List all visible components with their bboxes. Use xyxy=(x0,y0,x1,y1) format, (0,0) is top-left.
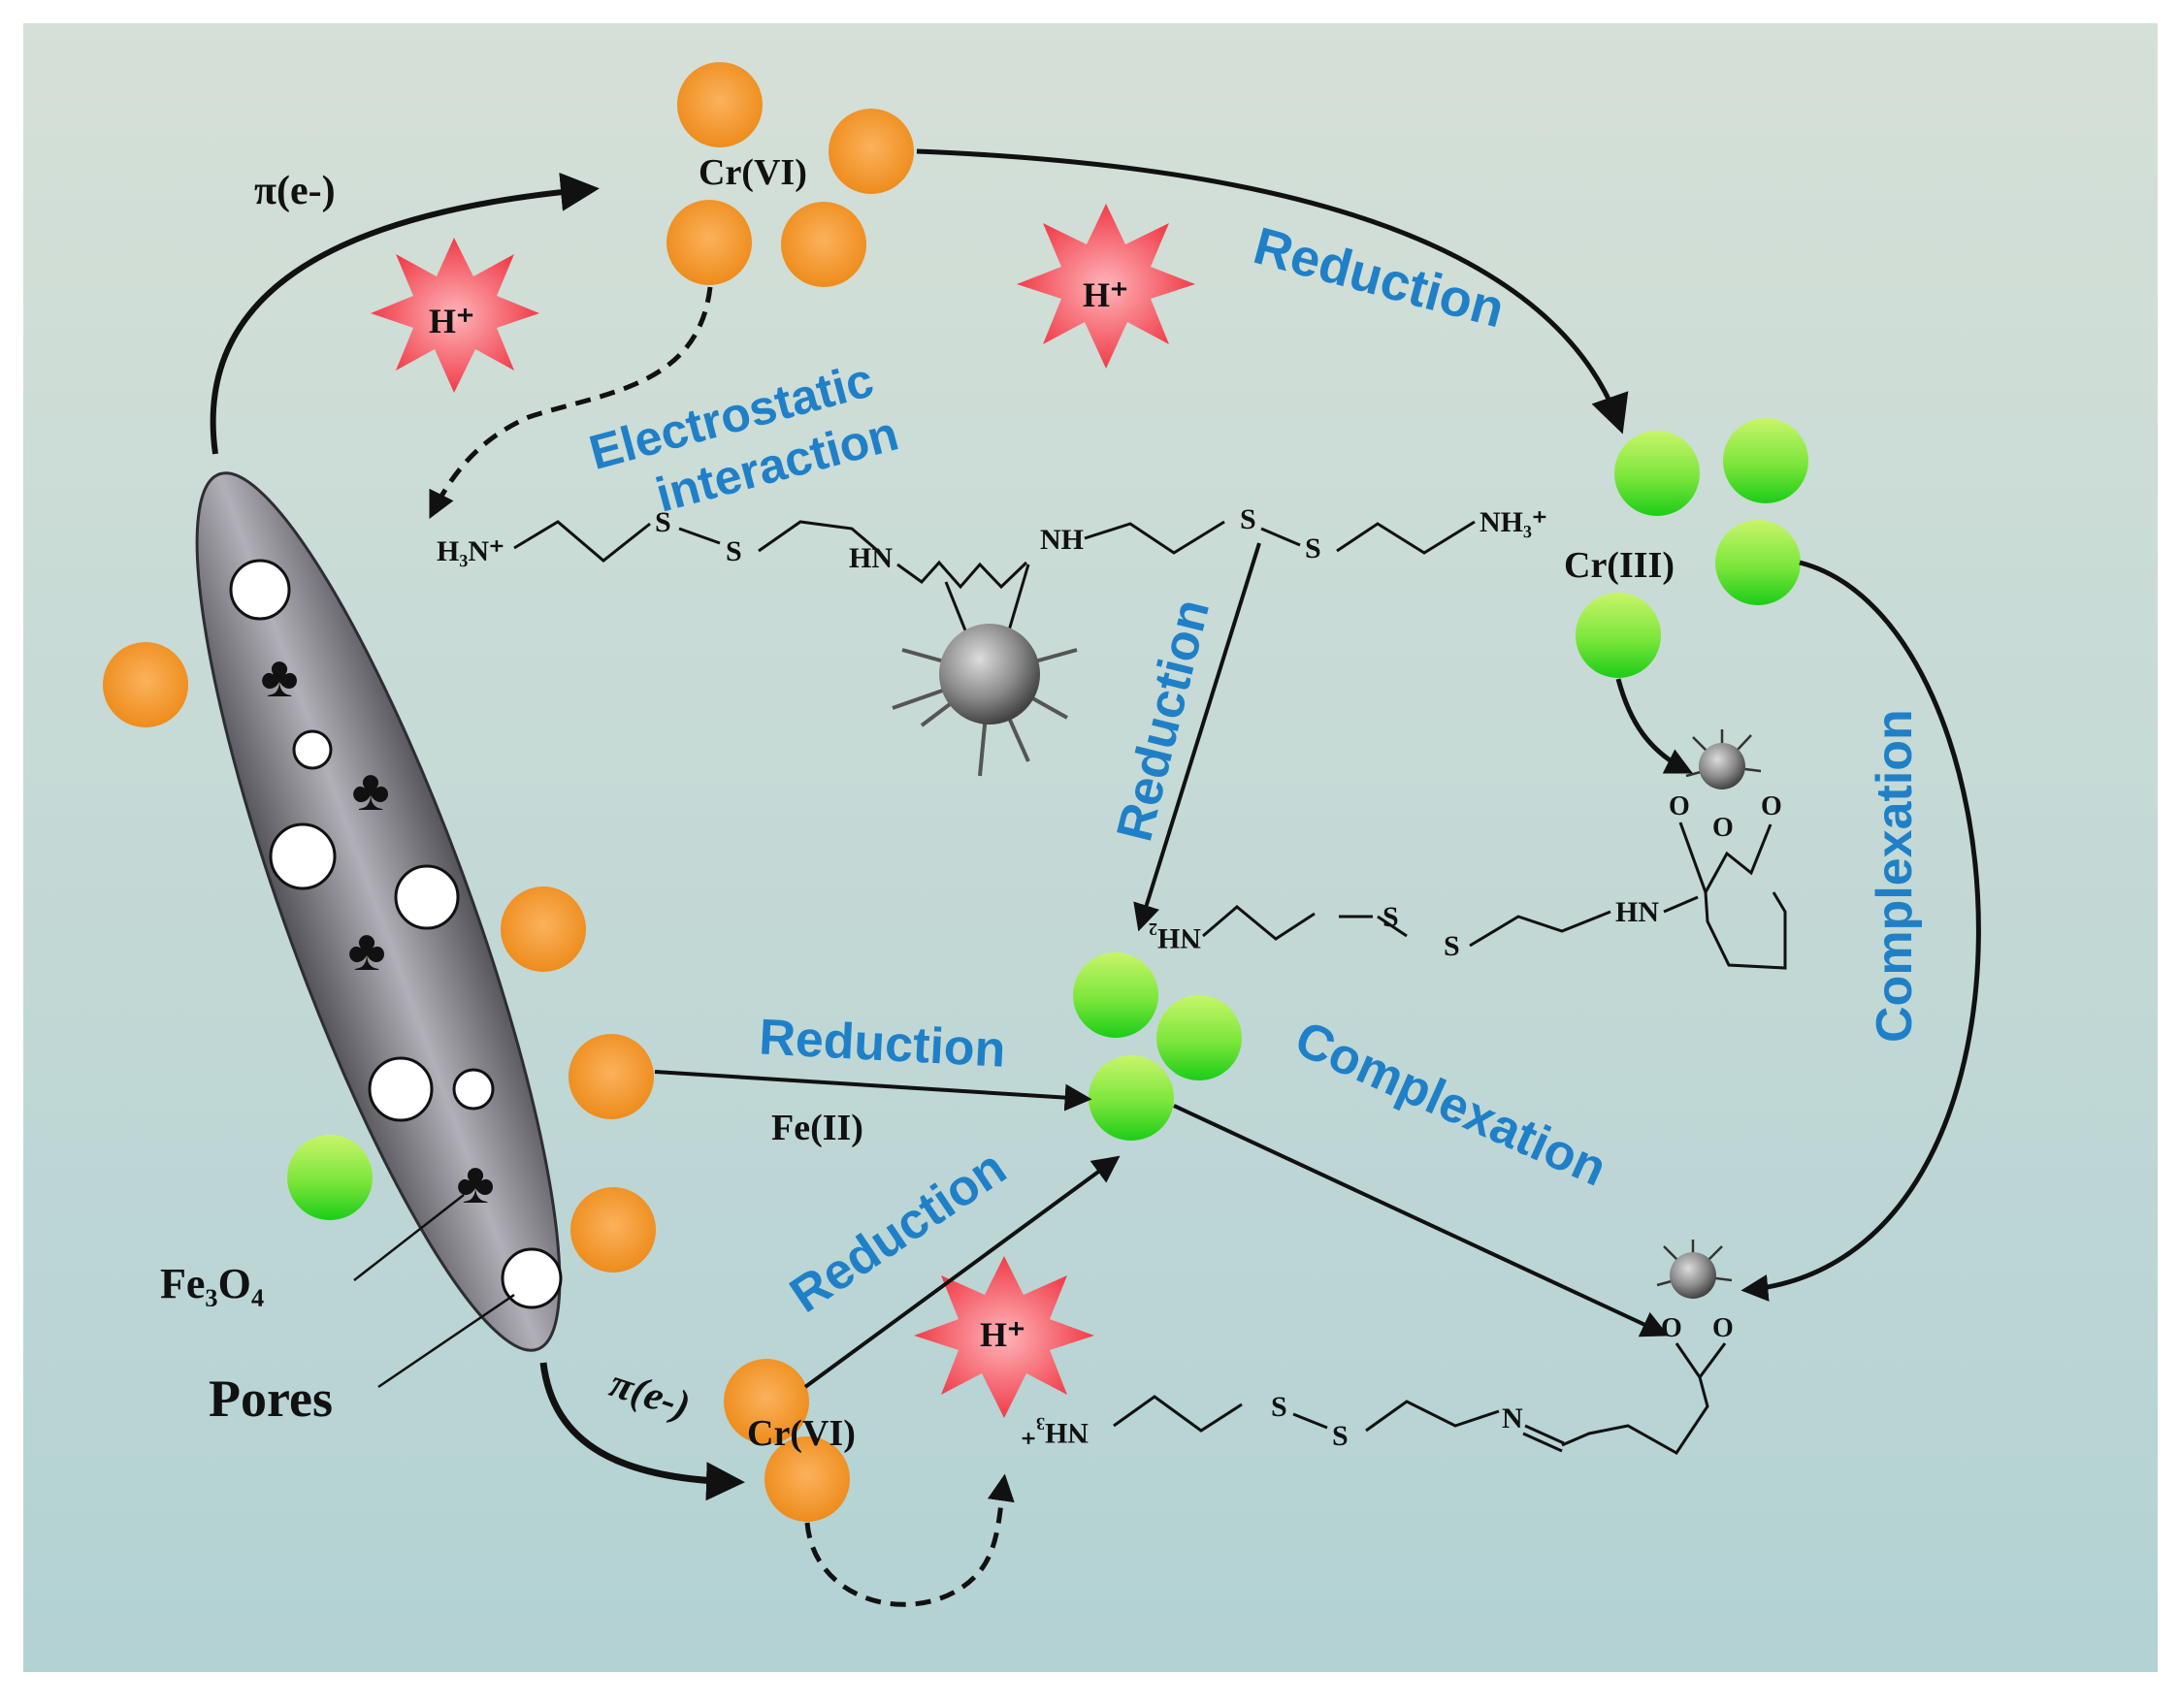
pore xyxy=(292,729,333,770)
cr3-label: Cr(III) xyxy=(1564,545,1675,586)
svg-text:NH: NH xyxy=(1040,524,1084,556)
reduction-arrow-fe xyxy=(654,1070,1092,1112)
nanoparticle-small xyxy=(1685,729,1762,790)
pore xyxy=(368,1056,434,1122)
pore xyxy=(229,559,291,621)
reduction-arrow-bottom xyxy=(803,1155,1121,1389)
hplus-label: H⁺ xyxy=(429,302,474,340)
reduction-label-fe: Reduction xyxy=(758,1009,1007,1078)
svg-text:O: O xyxy=(1712,1313,1734,1343)
reduction-arrow-middle xyxy=(1133,542,1261,932)
bottom-amine-chain: O O NH₃⁺ S S N xyxy=(1021,1313,1734,1455)
svg-text:O: O xyxy=(1669,791,1690,822)
pi-electron-arrow-top xyxy=(210,172,600,455)
pore xyxy=(394,864,460,930)
fe2-label: Fe(II) xyxy=(771,1108,863,1148)
pi-electron-arrow-bottom xyxy=(539,1362,745,1501)
svg-text:S: S xyxy=(1332,1420,1349,1452)
cr3-cluster-middle xyxy=(1073,952,1242,1141)
nanoparticle-small xyxy=(1656,1240,1733,1299)
electrostatic-dashed-arrow-bottom xyxy=(804,1473,1015,1607)
cr6-ion xyxy=(501,886,586,972)
fe3o4-symbol: ♣ xyxy=(347,918,385,983)
svg-text:S: S xyxy=(726,535,742,567)
hplus-burst xyxy=(1017,204,1195,369)
svg-text:N: N xyxy=(1502,1402,1523,1434)
cr6-label-top: Cr(VI) xyxy=(699,152,807,193)
pores-label: Pores xyxy=(209,1370,333,1428)
pore xyxy=(269,822,337,890)
cr6-ion xyxy=(570,1187,656,1273)
reduction-arrow-top xyxy=(916,148,1629,435)
hplus-label: H⁺ xyxy=(1083,275,1128,314)
top-amine-chain: H₃N⁺ S S HN NH S S NH₃⁺ xyxy=(437,503,1547,631)
complexation-arrow-middle xyxy=(1173,1104,1670,1337)
svg-text:S: S xyxy=(1382,901,1399,933)
svg-text:NH₂: NH₂ xyxy=(1149,922,1201,954)
svg-text:S: S xyxy=(1240,503,1256,535)
cr3-to-complex-arrow xyxy=(1615,678,1694,774)
nanoparticle-core xyxy=(892,624,1078,777)
fe3o4-label: Fe₃O₄ xyxy=(160,1260,264,1307)
pores-group xyxy=(229,559,563,1309)
svg-text:S: S xyxy=(1271,1391,1287,1423)
pi-electron-label-top: π(e-) xyxy=(254,169,336,213)
svg-text:H₃N⁺: H₃N⁺ xyxy=(437,535,504,567)
cr6-ion xyxy=(103,642,188,727)
complexation-arrow-right xyxy=(1740,560,1981,1302)
hplus-burst xyxy=(914,1256,1094,1418)
pore xyxy=(452,1068,495,1111)
svg-text:S: S xyxy=(655,506,671,538)
svg-text:O: O xyxy=(1661,1313,1682,1343)
hplus-burst xyxy=(371,238,539,393)
fe3o4-symbol: ♣ xyxy=(351,758,389,822)
pore xyxy=(501,1247,563,1309)
cr6-cluster-top xyxy=(667,62,914,287)
cr3-cluster xyxy=(1576,418,1808,678)
hplus-label: H⁺ xyxy=(980,1315,1025,1354)
svg-text:NH₃⁺: NH₃⁺ xyxy=(1480,506,1547,538)
complexation-label-right: Complexation xyxy=(1867,709,1923,1043)
pores-leader-line xyxy=(377,1293,515,1389)
fe3o4-leader-line xyxy=(353,1194,465,1281)
cr6-ion xyxy=(569,1034,654,1119)
svg-text:NH₃⁺: NH₃⁺ xyxy=(1021,1417,1089,1449)
cr3-ion xyxy=(287,1135,373,1220)
svg-text:O: O xyxy=(1761,791,1782,822)
svg-text:S: S xyxy=(1305,532,1321,564)
cr6-label-bottom: Cr(VI) xyxy=(747,1413,856,1454)
cr6-cluster-bottom xyxy=(724,1359,850,1522)
svg-text:HN: HN xyxy=(849,542,893,574)
fe3o4-symbol: ♣ xyxy=(260,645,298,709)
svg-text:S: S xyxy=(1444,930,1460,962)
middle-amine-chain: O O O NH₂ S S HN xyxy=(1149,791,1787,970)
svg-text:HN: HN xyxy=(1615,896,1659,928)
svg-text:O: O xyxy=(1712,813,1734,843)
fe3o4-symbol: ♣ xyxy=(456,1151,494,1215)
adsorbent-particle xyxy=(195,471,562,1352)
